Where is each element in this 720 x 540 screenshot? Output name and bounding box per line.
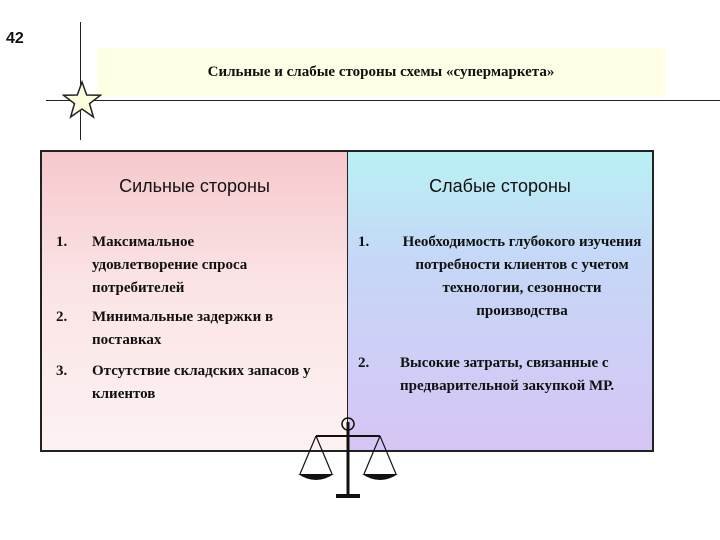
- scales-icon: [298, 417, 398, 498]
- strength-number: 2.: [56, 309, 68, 325]
- strengths-column: Сильные стороны 1. Максимальное удовлетв…: [40, 150, 348, 452]
- decorative-vertical-line: [80, 22, 81, 140]
- weakness-text: Высокие затраты, связанные с предварител…: [400, 355, 615, 394]
- strength-number: 3.: [56, 363, 68, 379]
- weakness-text: Необходимость глубокого изучения потребн…: [402, 234, 642, 319]
- weaknesses-header: Слабые стороны: [429, 176, 571, 196]
- weaknesses-column: Слабые стороны 1. Необходимость глубоког…: [347, 150, 654, 452]
- strength-text: Минимальные задержки в поставках: [92, 309, 274, 348]
- slide-title-box: Сильные и слабые стороны схемы «супермар…: [97, 48, 665, 96]
- comparison-table: Сильные стороны 1. Максимальное удовлетв…: [40, 150, 654, 452]
- slide-title: Сильные и слабые стороны схемы «супермар…: [207, 63, 555, 80]
- slide-number: 42: [6, 30, 24, 47]
- strength-text: Максимальное удовлетворение спроса потре…: [92, 234, 248, 296]
- star-icon: [62, 80, 102, 119]
- strength-text: Отсутствие складских запасов у клиентов: [92, 363, 311, 402]
- decorative-horizontal-line: [46, 100, 720, 101]
- weakness-number: 2.: [358, 355, 370, 371]
- strengths-header: Сильные стороны: [119, 176, 270, 196]
- weakness-number: 1.: [358, 234, 370, 250]
- strength-number: 1.: [56, 234, 68, 250]
